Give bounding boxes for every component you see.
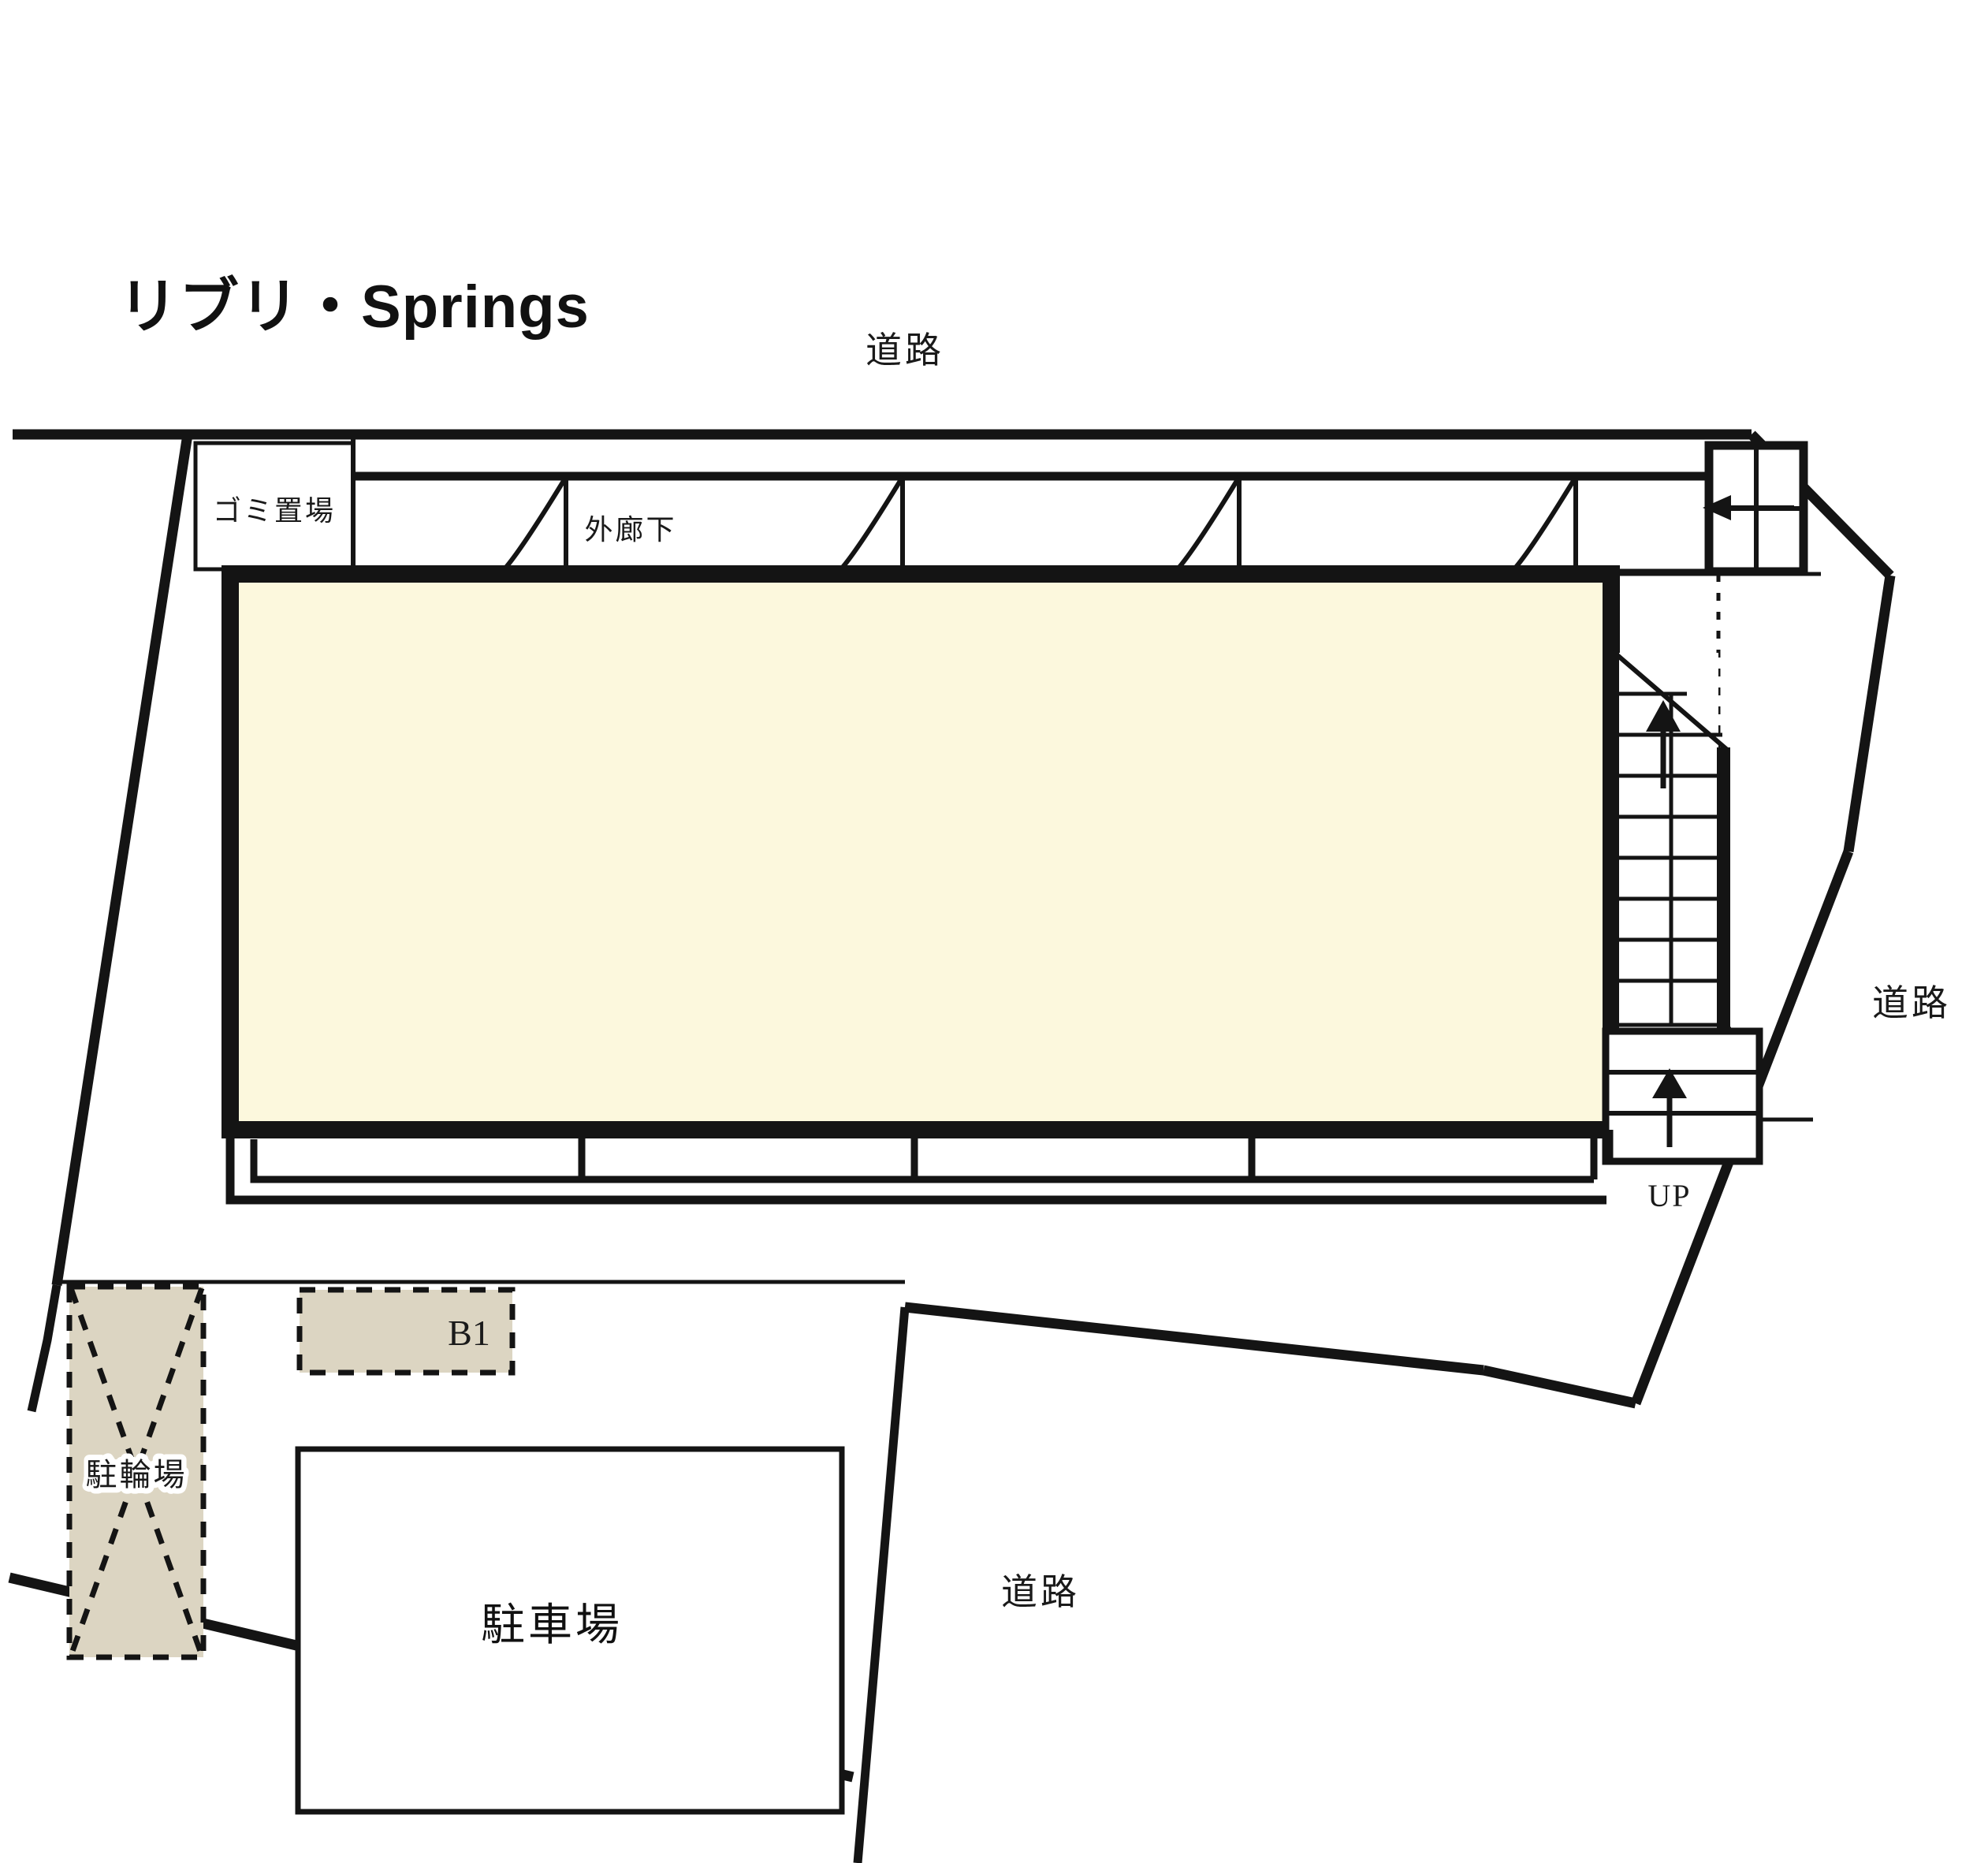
trash-room-label: ゴミ置場 (213, 495, 336, 527)
stall-b1-label: B1 (448, 1313, 490, 1353)
corridor-label: 外廊下 (584, 514, 676, 546)
stair-up-arrow-upper (1646, 700, 1681, 788)
car-park-label: 駐車場 (481, 1600, 623, 1649)
bicycle-parking-area: 駐輪場 駐輪場 (66, 1284, 207, 1660)
car-park-area: 駐車場 (295, 1446, 845, 1815)
road-label-right: 道路 (1872, 983, 1951, 1023)
stair-core: UP (1602, 441, 1821, 1213)
stair-flight-lower: UP (1602, 1027, 1763, 1213)
stair-flight-main (1606, 649, 1730, 1030)
balcony-strip (225, 1138, 1606, 1205)
page-title: リブリ・Springs (118, 274, 590, 341)
bicycle-parking-label: 駐輪場 (86, 1457, 188, 1492)
boundary-left-diagonal-upper (51, 434, 193, 1286)
stair-landing-arrow (1703, 495, 1794, 520)
trash-room: ゴミ置場 (193, 441, 356, 572)
bicycle-parking-label-halo: 駐輪場 (87, 1457, 186, 1492)
building-body (222, 565, 1620, 1138)
stall-b1-area: B1 (296, 1287, 516, 1376)
stair-up-arrow-lower (1652, 1068, 1687, 1147)
stair-up-label: UP (1647, 1178, 1691, 1213)
boundary-lower-right-edge (853, 1306, 910, 1863)
road-label-top: 道路 (866, 330, 944, 371)
road-label-bottom: 道路 (1001, 1572, 1080, 1612)
boundary-left-diagonal-mid (27, 1284, 61, 1413)
